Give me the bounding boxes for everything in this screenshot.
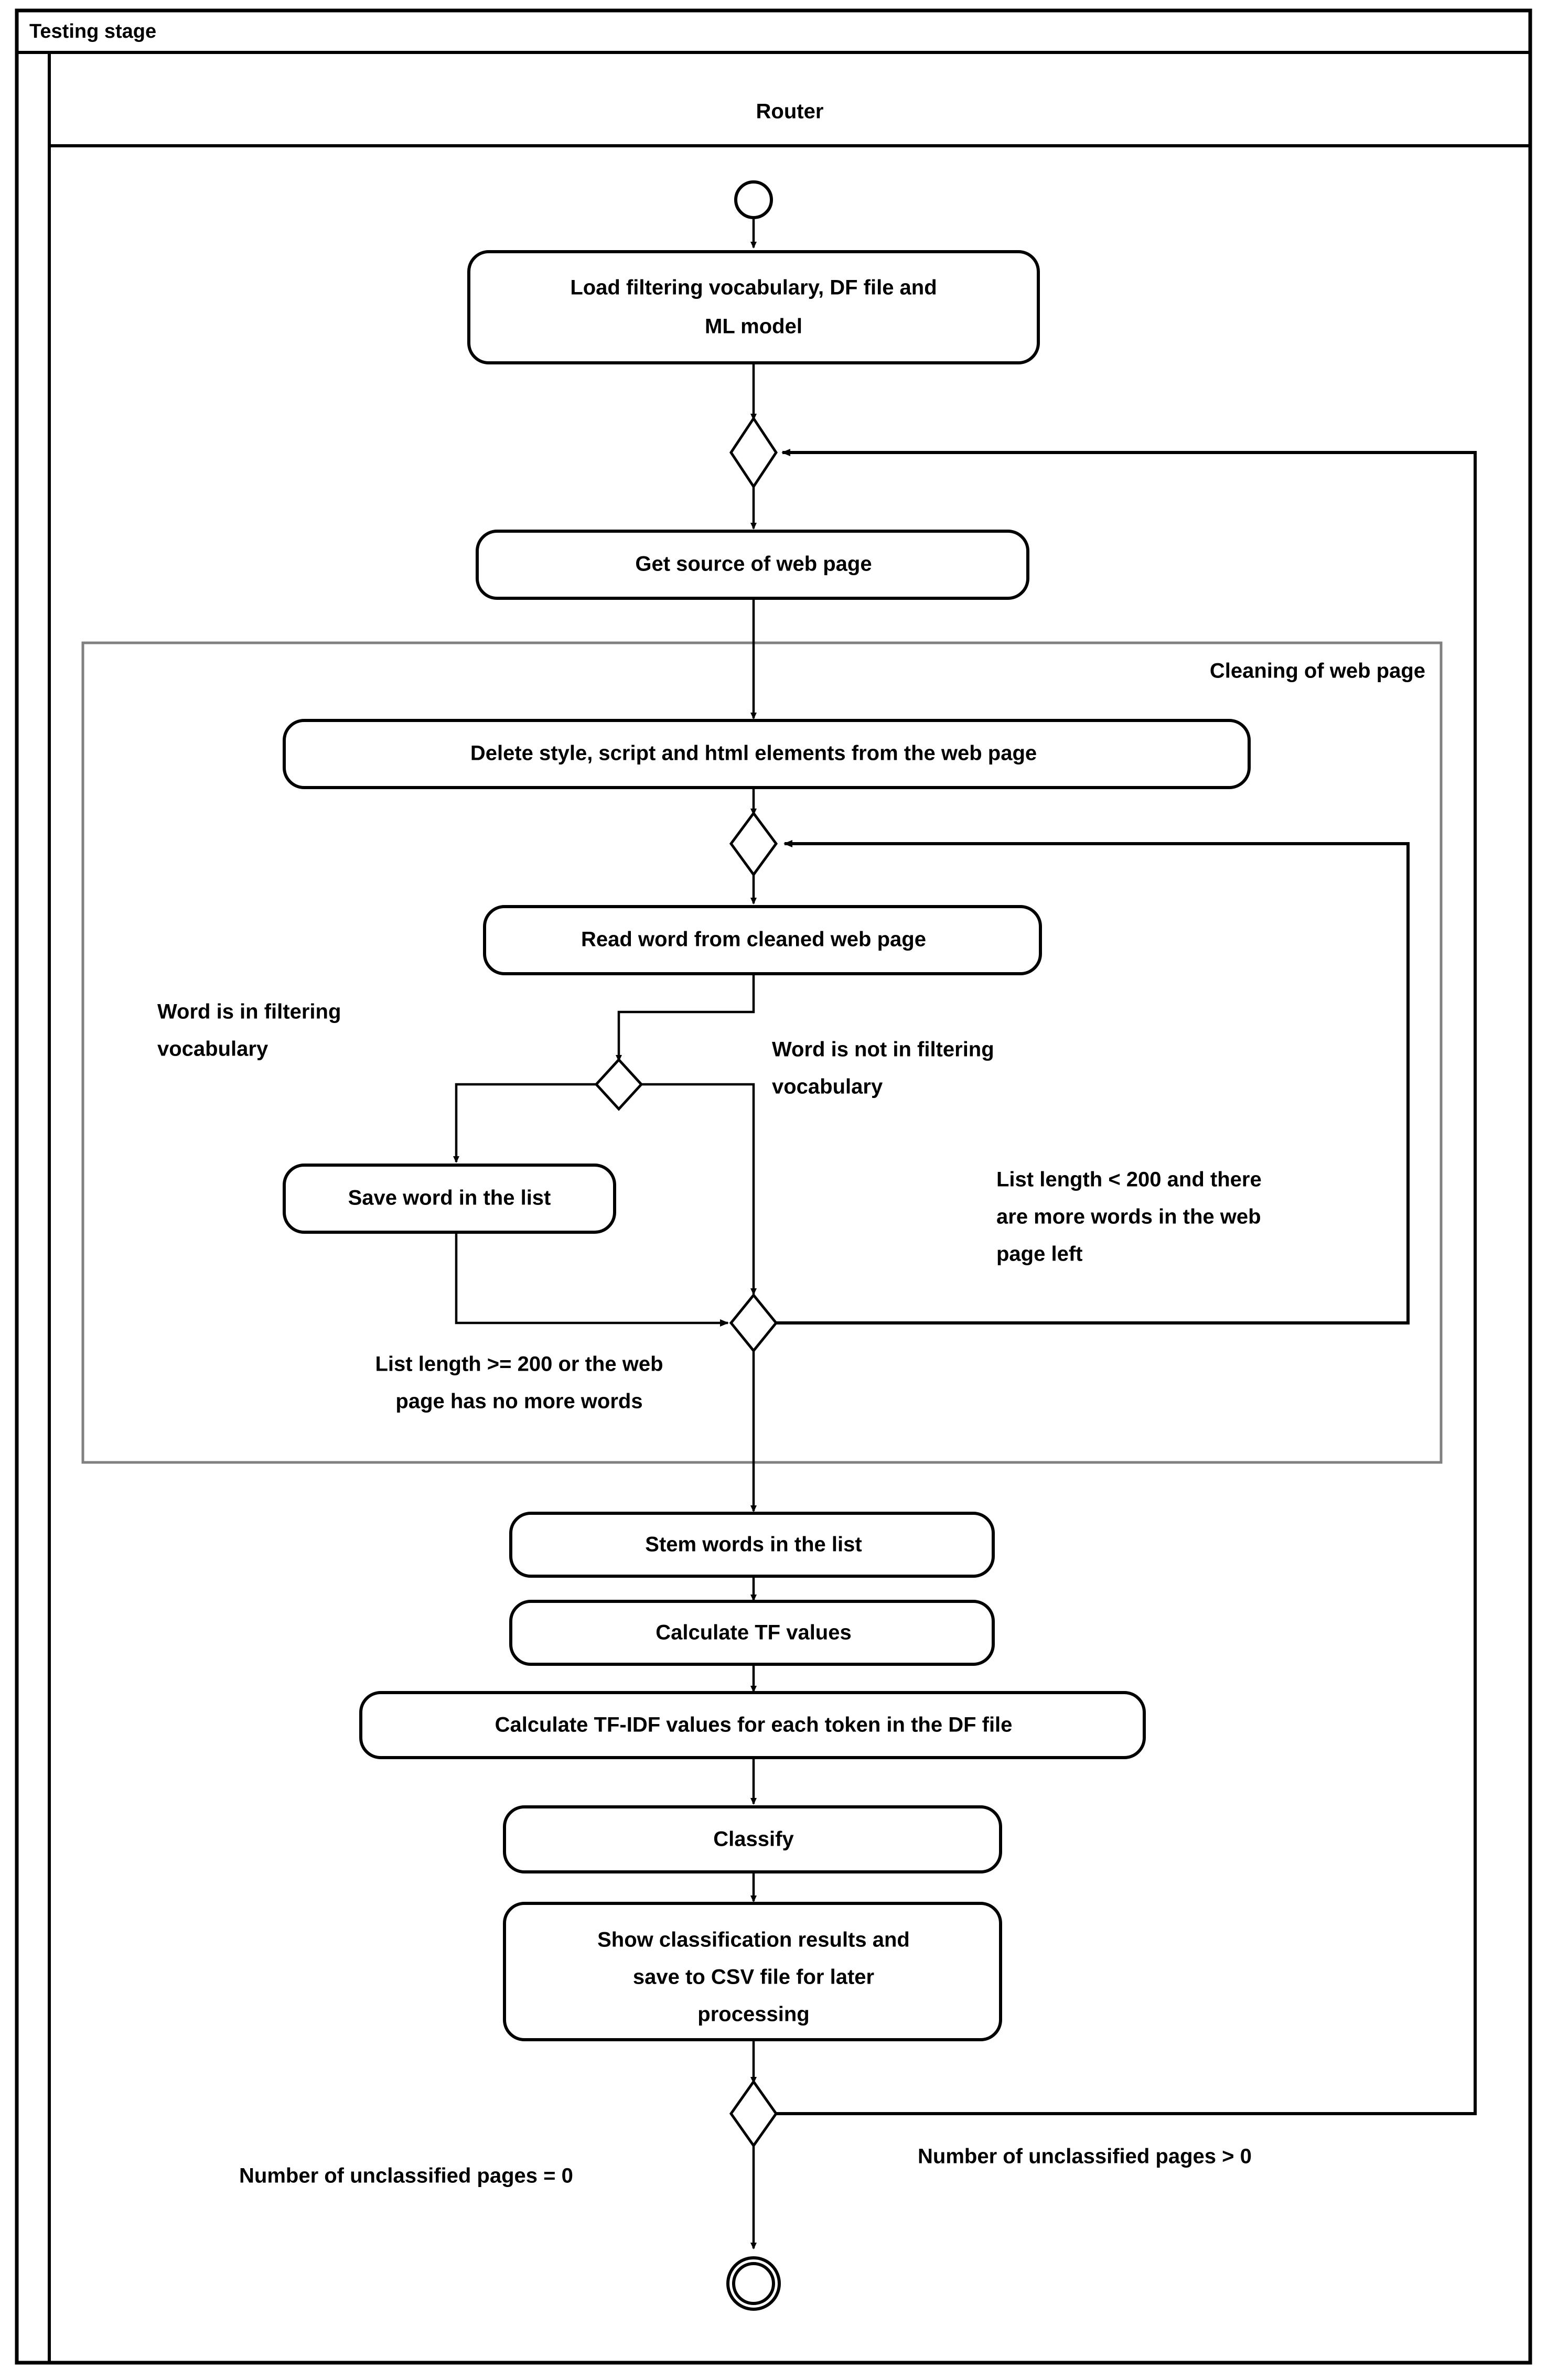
guard-word-not-in-vocabulary-line1: Word is not in filtering	[772, 1038, 994, 1061]
action-read-word-label: Read word from cleaned web page	[581, 928, 926, 951]
decision-node-unclassified-pages	[729, 2079, 778, 2148]
final-node-inner-ring	[732, 2262, 775, 2305]
guard-word-in-vocabulary-line1: Word is in filtering	[157, 1000, 341, 1024]
edge-save-word-to-merge3	[455, 1232, 729, 1327]
action-calculate-tfidf-values-label: Calculate TF-IDF values for each token i…	[495, 1714, 1013, 1737]
outer-frame-title: Testing stage	[29, 20, 156, 42]
lane-frame-router	[48, 51, 1532, 2364]
guard-unclassified-pages-equals-zero: Number of unclassified pages = 0	[239, 2164, 573, 2188]
guard-word-not-in-vocabulary-line2: vocabulary	[772, 1075, 883, 1099]
edge-decision1-right-to-merge3	[641, 1083, 757, 1295]
guard-unclassified-pages-greater-zero: Number of unclassified pages > 0	[918, 2145, 1252, 2168]
action-stem-words-in-the-list[interactable]	[509, 1512, 995, 1578]
action-read-word-from-cleaned-web-page[interactable]	[483, 905, 1042, 975]
action-show-classification-results-line3: processing	[697, 2003, 809, 2026]
merge-node-list-length-test	[729, 1293, 778, 1353]
action-load-filtering-vocabulary-line2: ML model	[705, 315, 802, 338]
edge-decision2-loop-back-to-merge1	[776, 449, 1477, 2115]
partition-frame-cleaning-of-web-page	[81, 641, 1443, 1464]
action-classify-label: Classify	[713, 1828, 794, 1851]
action-stem-words-label: Stem words in the list	[645, 1533, 862, 1556]
action-delete-style-script-html-label: Delete style, script and html elements f…	[470, 742, 1037, 765]
edge-decision1-to-save-word	[453, 1083, 596, 1163]
action-load-filtering-vocabulary[interactable]	[467, 250, 1040, 364]
partition-title: Cleaning of web page	[1210, 660, 1425, 683]
action-show-classification-results-line1: Show classification results and	[597, 1929, 910, 1952]
action-show-classification-results-line2: save to CSV file for later	[633, 1966, 874, 1989]
edge-merge3-loop-back-to-merge2	[776, 840, 1410, 1324]
action-save-word-in-the-list[interactable]	[283, 1164, 616, 1234]
action-calculate-tf-values-label: Calculate TF values	[656, 1621, 851, 1644]
guard-list-length-lt-200-line1: List length < 200 and there	[996, 1168, 1262, 1191]
action-load-filtering-vocabulary-line1: Load filtering vocabulary, DF file and	[570, 276, 937, 299]
action-calculate-tf-values[interactable]	[509, 1600, 995, 1666]
guard-word-in-vocabulary-line2: vocabulary	[157, 1038, 268, 1061]
decision-node-word-in-vocabulary	[594, 1058, 643, 1111]
merge-node-outer-loop	[729, 416, 778, 489]
merge-node-word-loop	[729, 811, 778, 877]
initial-node	[734, 180, 773, 219]
guard-list-length-ge-200-line1: List length >= 200 or the web	[375, 1353, 663, 1376]
edge-read-word-to-decision1	[616, 974, 755, 1062]
guard-list-length-ge-200-line2: page has no more words	[395, 1390, 642, 1413]
action-get-source-of-web-page-label: Get source of web page	[635, 553, 872, 576]
guard-list-length-lt-200-line2: are more words in the web	[996, 1205, 1261, 1229]
lane-title: Router	[756, 100, 824, 123]
action-delete-style-script-html[interactable]	[283, 719, 1251, 789]
guard-list-length-lt-200-line3: page left	[996, 1243, 1082, 1266]
action-save-word-label: Save word in the list	[348, 1187, 551, 1210]
